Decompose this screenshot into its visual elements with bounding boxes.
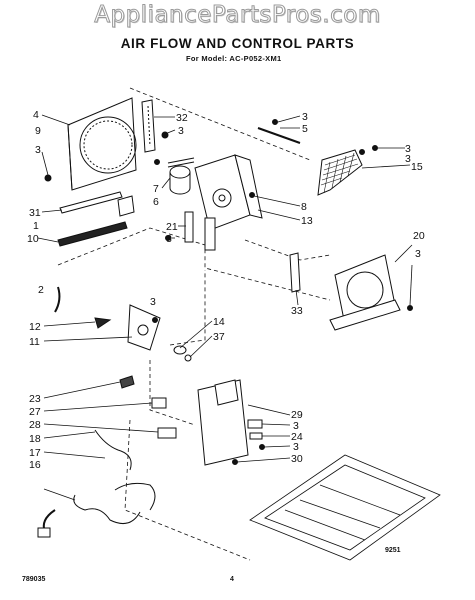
bracket-part-32 <box>141 99 156 153</box>
callout-label: 3 <box>293 420 299 432</box>
model-line: For Model: AC-P052-XM1 <box>186 54 282 63</box>
callout-label: 12 <box>29 321 41 333</box>
callout-label: 8 <box>301 201 307 213</box>
bracket-part-33 <box>289 252 301 293</box>
document-code: 789035 <box>22 576 46 583</box>
site-watermark: AppliancePartsPros.com <box>94 2 381 29</box>
knob-parts <box>173 345 192 362</box>
callout-label: 24 <box>291 431 303 443</box>
page-title: AIR FLOW AND CONTROL PARTS <box>120 36 355 51</box>
callout-label: 30 <box>291 453 303 465</box>
callout-label: 2 <box>38 284 44 296</box>
base-plate <box>249 454 441 561</box>
callout-label: 3 <box>166 233 172 245</box>
callout-label: 16 <box>29 459 41 471</box>
shroud-panel-part <box>67 97 137 191</box>
callout-label: 6 <box>153 196 159 208</box>
control-bracket-part <box>184 154 263 251</box>
callout-label: 3 <box>405 153 411 165</box>
callout-label: 3 <box>178 125 184 137</box>
callout-label: 4 <box>33 109 39 121</box>
switch-parts <box>119 375 177 439</box>
callout-label: 23 <box>29 393 41 405</box>
callout-label: 3 <box>293 441 299 453</box>
fan-shroud-part-20 <box>329 254 401 331</box>
page-number: 4 <box>230 576 234 583</box>
callout-label: 21 <box>166 221 178 233</box>
grille-part-15 <box>317 149 363 196</box>
callout-label: 13 <box>301 215 313 227</box>
leader-lines <box>37 114 413 501</box>
figure-code: 9251 <box>385 547 401 554</box>
callout-label: 3 <box>150 296 156 308</box>
callout-label: 27 <box>29 406 41 418</box>
callout-label: 29 <box>291 409 303 421</box>
control-box-part-29 <box>197 379 263 466</box>
callout-labels: 4 9 3 31 1 10 32 3 7 6 3 5 3 3 15 8 13 2… <box>27 109 425 471</box>
capacitor-part <box>167 157 195 195</box>
callout-label: 3 <box>405 143 411 155</box>
callout-label: 31 <box>29 207 41 219</box>
callout-label: 33 <box>291 305 303 317</box>
callout-label: 14 <box>213 316 225 328</box>
callout-label: 5 <box>302 123 308 135</box>
strip-parts <box>57 191 135 247</box>
callout-label: 3 <box>35 144 41 156</box>
callout-label: 3 <box>415 248 421 260</box>
callout-label: 11 <box>29 336 40 348</box>
callout-label: 20 <box>413 230 425 242</box>
callout-label: 7 <box>153 183 159 195</box>
rod-part <box>257 127 301 144</box>
clip-parts <box>54 286 161 351</box>
callout-label: 9 <box>35 125 41 137</box>
callout-label: 1 <box>33 220 39 232</box>
callout-label: 3 <box>302 111 308 123</box>
callout-label: 28 <box>29 419 41 431</box>
callout-label: 18 <box>29 433 41 445</box>
callout-label: 10 <box>27 233 39 245</box>
callout-label: 37 <box>213 331 225 343</box>
callout-label: 17 <box>29 447 41 459</box>
screw-parts <box>44 119 413 465</box>
wiring-harness-parts <box>37 429 156 538</box>
callout-label: 32 <box>176 112 188 124</box>
callout-label: 15 <box>411 161 423 173</box>
